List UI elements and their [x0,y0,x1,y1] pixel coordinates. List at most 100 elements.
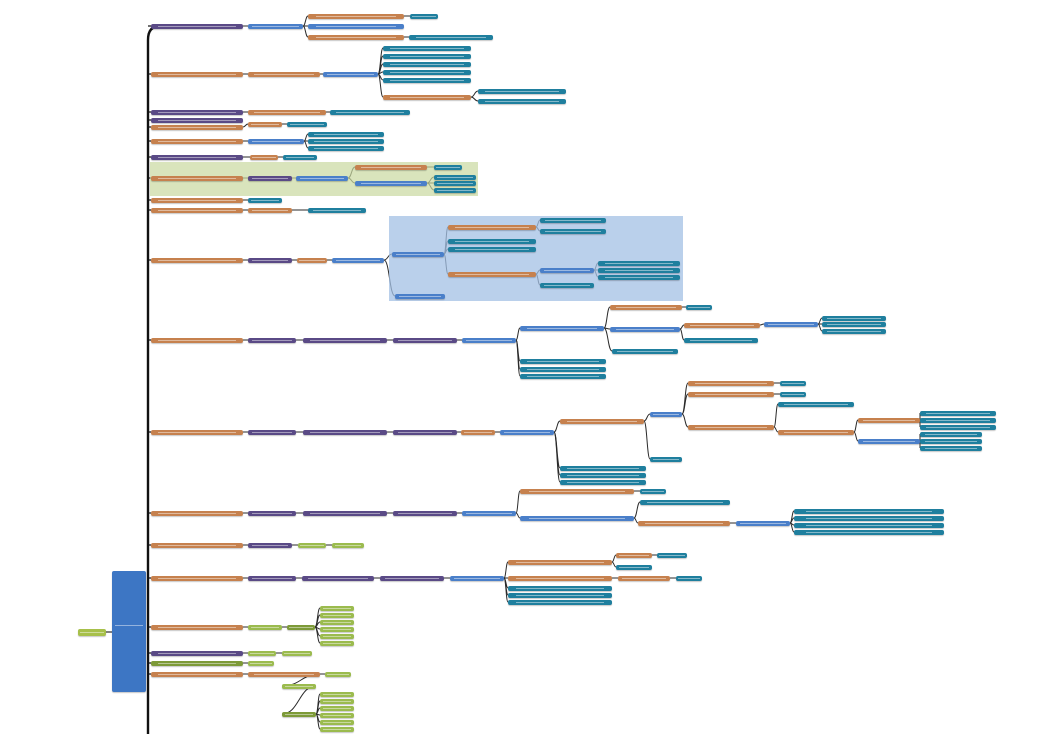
mind-map-node[interactable] [151,510,243,516]
mind-map-node[interactable] [383,53,471,59]
mind-map-node[interactable] [151,117,243,123]
mind-map-node[interactable] [248,624,282,630]
mind-map-node[interactable] [461,429,495,435]
mind-map-node[interactable] [248,575,296,581]
mind-map-node[interactable] [392,251,444,257]
mind-map-node[interactable] [308,13,404,19]
mind-map-node[interactable] [618,575,670,581]
mind-map-node[interactable] [248,337,296,343]
mind-map-node[interactable] [303,337,387,343]
mind-map-node[interactable] [250,154,278,160]
mind-map-node[interactable] [462,510,516,516]
mind-map-node[interactable] [308,34,404,40]
mind-map-node[interactable] [248,429,296,435]
mind-map-node[interactable] [650,456,682,462]
central-topic[interactable] [112,571,146,692]
mind-map-node[interactable] [780,391,806,397]
mind-map-node[interactable] [296,175,348,181]
mind-map-node[interactable] [508,599,612,605]
mind-map-node[interactable] [151,197,243,203]
mind-map-node[interactable] [320,719,354,725]
mind-map-node[interactable] [282,650,312,656]
mind-map-node[interactable] [151,124,243,130]
mind-map-node[interactable] [434,164,462,170]
mind-map-node[interactable] [462,337,516,343]
mind-map-node[interactable] [920,417,996,423]
mind-map-node[interactable] [736,520,790,526]
mind-map-node[interactable] [598,267,680,273]
mind-map-node[interactable] [778,429,854,435]
mind-map-node[interactable] [380,575,444,581]
mind-map-node[interactable] [283,154,317,160]
mind-map-node[interactable] [794,508,944,514]
mind-map-node[interactable] [151,109,243,115]
mind-map-node[interactable] [151,671,243,677]
mind-map-node[interactable] [560,479,646,485]
mind-map-node[interactable] [858,417,920,423]
mind-map-node[interactable] [151,257,243,263]
mind-map-node[interactable] [151,154,243,160]
mind-map-node[interactable] [794,522,944,528]
mind-map-node[interactable] [448,271,536,277]
mind-map-node[interactable] [248,660,274,666]
mind-map-node[interactable] [323,71,378,77]
mind-map-node[interactable] [520,515,634,521]
mind-map-node[interactable] [540,217,606,223]
mind-map-node[interactable] [248,671,320,677]
mind-map-node[interactable] [298,542,326,548]
mind-map-node[interactable] [308,138,384,144]
mind-map-node[interactable] [640,499,730,505]
mind-map-node[interactable] [920,431,982,437]
mind-map-node[interactable] [320,619,354,625]
mind-map-node[interactable] [764,321,818,327]
mind-map-node[interactable] [540,228,606,234]
mind-map-node[interactable] [320,640,354,646]
mind-map-node[interactable] [778,401,854,407]
mind-map-node[interactable] [332,542,364,548]
mind-map-node[interactable] [520,366,606,372]
mind-map-node[interactable] [320,691,354,697]
mind-map-node[interactable] [320,705,354,711]
mind-map-node[interactable] [920,424,996,430]
mind-map-node[interactable] [151,207,243,213]
mind-map-node[interactable] [320,698,354,704]
mind-map-node[interactable] [248,138,304,144]
mind-map-node[interactable] [684,337,758,343]
mind-map-node[interactable] [151,542,243,548]
mind-map-node[interactable] [248,257,292,263]
mind-map-node[interactable] [508,592,612,598]
mind-map-node[interactable] [500,429,554,435]
mind-map-node[interactable] [383,94,471,100]
mind-map-node[interactable] [676,575,702,581]
mind-map-node[interactable] [151,660,243,666]
mind-map-node[interactable] [540,267,594,273]
mind-map-node[interactable] [822,315,886,321]
mind-map-node[interactable] [448,238,536,244]
mind-map-node[interactable] [688,391,774,397]
mind-map-node[interactable] [151,650,243,656]
mind-map-node[interactable] [508,575,612,581]
mind-map-node[interactable] [616,552,652,558]
mind-map-node[interactable] [520,325,604,331]
mind-map-node[interactable] [393,337,457,343]
mind-map-node[interactable] [248,175,292,181]
mind-map-node[interactable] [434,174,476,180]
mind-map-node[interactable] [520,373,606,379]
mind-map-node[interactable] [686,304,712,310]
mind-map-node[interactable] [520,358,606,364]
mind-map-node[interactable] [151,23,243,29]
mind-map-node[interactable] [638,520,730,526]
mind-map-node[interactable] [410,13,438,19]
mind-map-node[interactable] [151,429,243,435]
mind-map-node[interactable] [248,542,292,548]
mind-map-node[interactable] [920,438,982,444]
mind-map-node[interactable] [248,650,276,656]
mind-map-node[interactable] [393,429,457,435]
mind-map-node[interactable] [151,337,243,343]
mind-map-node[interactable] [287,121,327,127]
mind-map-node[interactable] [332,257,384,263]
mind-map-node[interactable] [303,510,387,516]
mind-map-node[interactable] [610,326,680,332]
mind-map-node[interactable] [448,246,536,252]
mind-map-node[interactable] [598,274,680,280]
